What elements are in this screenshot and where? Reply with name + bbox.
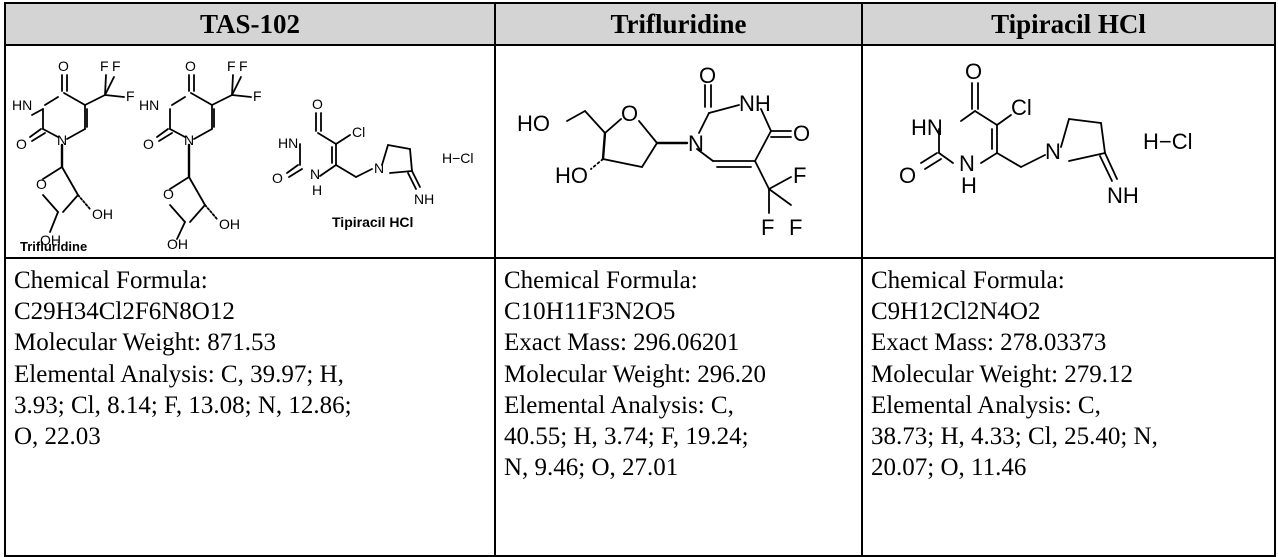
atom-o: O — [272, 170, 283, 186]
atom-n: N — [1045, 139, 1061, 164]
header-tas-102: TAS-102 — [4, 2, 496, 46]
atom-o: O — [312, 96, 323, 112]
info-tas-102: Chemical Formula: C29H34Cl2F6N8O12 Molec… — [4, 257, 496, 557]
detail-line: 20.07; O, 11.46 — [871, 454, 1027, 482]
atom-hn: HN — [12, 97, 32, 113]
detail-line: Elemental Analysis: C, 39.97; H, — [14, 360, 344, 388]
atom-f: F — [789, 215, 802, 240]
atom-n: N — [310, 166, 320, 182]
atom-f: F — [761, 215, 774, 240]
atom-n: N — [184, 132, 194, 148]
atom-cl: Cl — [1011, 95, 1032, 120]
atom-cl: Cl — [352, 124, 365, 140]
structure-trifluridine: HO O HO N O NH O F F F — [494, 44, 863, 259]
structure-tas-102: O HN O N F F F O OH OH Trifluridine — [4, 44, 496, 259]
detail-line: Elemental Analysis: C, — [871, 391, 1101, 419]
atom-oh: OH — [92, 206, 113, 222]
atom-oh: OH — [219, 216, 240, 232]
detail-line: Molecular Weight: 279.12 — [871, 360, 1134, 388]
atom-o: O — [36, 176, 47, 192]
formula-label: Chemical Formula: — [14, 267, 208, 294]
atom-ho: HO — [555, 163, 588, 188]
detail-line: O, 22.03 — [14, 423, 101, 451]
atom-o: O — [143, 136, 154, 152]
atom-o: O — [185, 58, 196, 74]
atom-o: O — [58, 58, 69, 74]
detail-line: 40.55; H, 3.74; F, 19.24; — [504, 423, 749, 451]
atom-o: O — [793, 121, 810, 146]
atom-o: O — [699, 63, 716, 88]
atom-oh: OH — [40, 232, 61, 248]
formula-value: C9H12Cl2N4O2 — [871, 298, 1041, 326]
atom-f: F — [239, 58, 248, 74]
atom-n: N — [57, 132, 67, 148]
header-row: TAS-102 Trifluridine Tipiracil HCl — [4, 2, 1276, 46]
atom-n: N — [374, 160, 384, 176]
atom-o: O — [16, 136, 27, 152]
detail-line: Exact Mass: 278.03373 — [871, 329, 1107, 357]
atom-n: N — [688, 131, 704, 156]
atom-f: F — [793, 163, 806, 188]
atom-o: O — [899, 163, 916, 188]
header-tipiracil-hcl: Tipiracil HCl — [861, 2, 1276, 46]
label-trifluridine: Trifluridine — [20, 239, 87, 254]
atom-nh: NH — [739, 91, 771, 116]
tas-102-structure-image: O HN O N F F F O OH OH Trifluridine — [12, 58, 474, 254]
compound-table: TAS-102 Trifluridine Tipiracil HCl — [4, 2, 1276, 557]
atom-f: F — [227, 58, 236, 74]
atom-f: F — [100, 58, 109, 74]
atom-o: O — [965, 59, 982, 84]
header-trifluridine: Trifluridine — [494, 2, 863, 46]
detail-line: Exact Mass: 296.06201 — [504, 329, 740, 357]
atom-hcl: H−Cl — [1143, 129, 1193, 154]
atom-hn: HN — [139, 97, 159, 113]
info-row: Chemical Formula: C29H34Cl2F6N8O12 Molec… — [4, 257, 1276, 557]
atom-f: F — [126, 88, 135, 104]
formula-value: C29H34Cl2F6N8O12 — [14, 298, 235, 326]
detail-line: Molecular Weight: 871.53 — [14, 329, 277, 357]
atom-n: N — [959, 151, 975, 176]
atom-h: H — [312, 182, 322, 198]
tipiracil-structure-image: O HN Cl O N H N NH H−Cl — [899, 59, 1193, 208]
detail-line: 3.93; Cl, 8.14; F, 13.08; N, 12.86; — [14, 391, 352, 419]
formula-value: C10H11F3N2O5 — [504, 298, 676, 326]
info-trifluridine: Chemical Formula: C10H11F3N2O5 Exact Mas… — [494, 257, 863, 557]
structure-row: O HN O N F F F O OH OH Trifluridine — [4, 44, 1276, 259]
atom-f: F — [253, 88, 262, 104]
atom-h: H — [961, 173, 977, 198]
detail-line: N, 9.46; O, 27.01 — [504, 454, 679, 482]
atom-hn: HN — [278, 135, 298, 151]
label-tipiracil-hcl: Tipiracil HCl — [332, 214, 413, 230]
atom-hcl: H−Cl — [442, 150, 474, 166]
atom-hn: HN — [911, 115, 943, 140]
formula-label: Chemical Formula: — [871, 267, 1065, 294]
detail-line: Elemental Analysis: C, — [504, 391, 734, 419]
atom-o: O — [163, 186, 174, 202]
detail-line: Molecular Weight: 296.20 — [504, 360, 767, 388]
atom-o: O — [621, 101, 638, 126]
atom-nh: NH — [414, 191, 434, 207]
structure-tipiracil-hcl: O HN Cl O N H N NH H−Cl — [861, 44, 1276, 259]
atom-oh: OH — [167, 236, 188, 252]
atom-ho: HO — [517, 111, 550, 136]
formula-label: Chemical Formula: — [504, 267, 698, 294]
atom-f: F — [112, 58, 121, 74]
info-tipiracil-hcl: Chemical Formula: C9H12Cl2N4O2 Exact Mas… — [861, 257, 1276, 557]
atom-nh: NH — [1107, 183, 1139, 208]
trifluridine-structure-image: HO O HO N O NH O F F F — [517, 63, 810, 240]
detail-line: 38.73; H, 4.33; Cl, 25.40; N, — [871, 423, 1158, 451]
